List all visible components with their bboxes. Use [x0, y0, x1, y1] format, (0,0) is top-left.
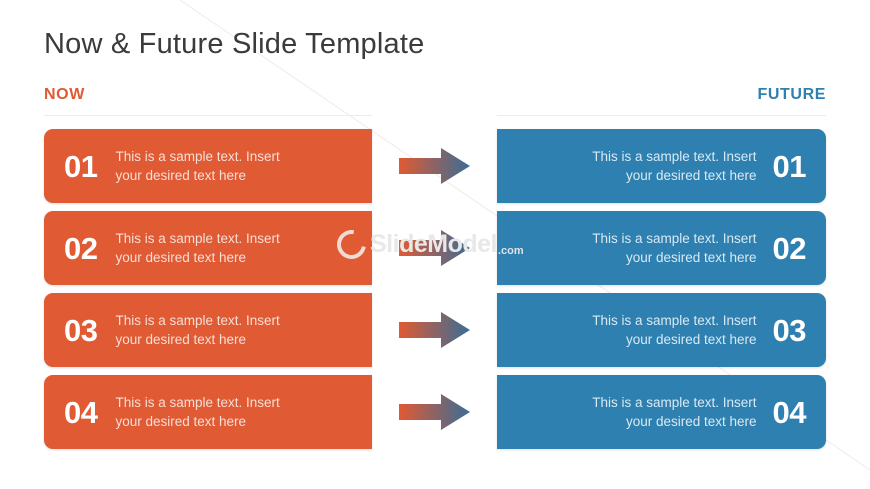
now-text-line1: This is a sample text. Insert: [115, 394, 280, 410]
now-text-line1: This is a sample text. Insert: [115, 312, 280, 328]
now-bar-02[interactable]: 02 This is a sample text. Insert your de…: [44, 211, 372, 285]
arrow-gutter: [372, 211, 497, 285]
rows-container: 01 This is a sample text. Insert your de…: [0, 129, 870, 449]
table-row: 02 This is a sample text. Insert your de…: [0, 211, 870, 285]
arrow-right-icon: [398, 394, 470, 430]
arrow-gutter: [372, 375, 497, 449]
now-text-block: This is a sample text. Insert your desir…: [115, 311, 372, 349]
now-text-line2: your desired text here: [115, 168, 247, 183]
column-header-future: FUTURE: [757, 86, 826, 103]
future-number-label: 03: [772, 312, 807, 348]
now-text-line2: your desired text here: [115, 414, 247, 429]
now-number-label: 03: [64, 312, 98, 348]
future-bar-04[interactable]: This is a sample text. Insert your desir…: [497, 375, 826, 449]
future-text-line1: This is a sample text. Insert: [592, 394, 757, 410]
table-row: 04 This is a sample text. Insert your de…: [0, 375, 870, 449]
future-number-label: 01: [772, 148, 807, 184]
arrow-right-icon: [398, 230, 470, 266]
now-number-label: 04: [64, 394, 98, 430]
future-text-line2: your desired text here: [625, 332, 757, 347]
now-number-label: 01: [64, 148, 98, 184]
future-text-line2: your desired text here: [625, 414, 757, 429]
now-text-block: This is a sample text. Insert your desir…: [115, 393, 372, 431]
arrow-right-icon: [398, 312, 470, 348]
table-row: 03 This is a sample text. Insert your de…: [0, 293, 870, 367]
future-text-line2: your desired text here: [625, 250, 757, 265]
header-divider-right: [497, 115, 826, 116]
arrow-right-icon: [398, 148, 470, 184]
now-text-block: This is a sample text. Insert your desir…: [115, 147, 372, 185]
future-text-line1: This is a sample text. Insert: [592, 148, 757, 164]
now-bar-03[interactable]: 03 This is a sample text. Insert your de…: [44, 293, 372, 367]
now-text-line2: your desired text here: [115, 250, 247, 265]
now-text-line1: This is a sample text. Insert: [115, 148, 280, 164]
now-bar-04[interactable]: 04 This is a sample text. Insert your de…: [44, 375, 372, 449]
future-number-label: 04: [772, 394, 807, 430]
future-text-line2: your desired text here: [625, 168, 757, 183]
future-text-line1: This is a sample text. Insert: [592, 312, 757, 328]
now-text-block: This is a sample text. Insert your desir…: [115, 229, 372, 267]
future-number-label: 02: [772, 230, 807, 266]
future-text-block: This is a sample text. Insert your desir…: [592, 147, 756, 185]
future-bar-01[interactable]: This is a sample text. Insert your desir…: [497, 129, 826, 203]
table-row: 01 This is a sample text. Insert your de…: [0, 129, 870, 203]
future-bar-03[interactable]: This is a sample text. Insert your desir…: [497, 293, 826, 367]
arrow-gutter: [372, 129, 497, 203]
page-title: Now & Future Slide Template: [44, 28, 425, 60]
now-bar-01[interactable]: 01 This is a sample text. Insert your de…: [44, 129, 372, 203]
future-bar-02[interactable]: This is a sample text. Insert your desir…: [497, 211, 826, 285]
column-header-now: NOW: [44, 86, 85, 103]
arrow-gutter: [372, 293, 497, 367]
future-text-line1: This is a sample text. Insert: [592, 230, 757, 246]
header-divider-left: [44, 115, 372, 116]
future-text-block: This is a sample text. Insert your desir…: [592, 311, 756, 349]
future-text-block: This is a sample text. Insert your desir…: [592, 229, 756, 267]
now-number-label: 02: [64, 230, 98, 266]
now-text-line2: your desired text here: [115, 332, 247, 347]
future-text-block: This is a sample text. Insert your desir…: [592, 393, 756, 431]
now-text-line1: This is a sample text. Insert: [115, 230, 280, 246]
